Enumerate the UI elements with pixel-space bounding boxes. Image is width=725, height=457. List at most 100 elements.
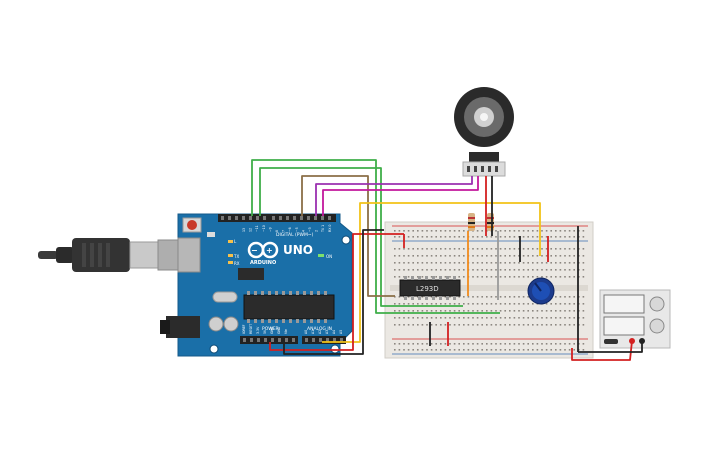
breadboard-hole[interactable] (453, 343, 456, 345)
breadboard-hole[interactable] (435, 303, 437, 305)
breadboard-hole[interactable] (513, 317, 516, 319)
wire-red-5v[interactable] (269, 233, 404, 351)
breadboard-hole[interactable] (403, 248, 405, 250)
breadboard-hole[interactable] (513, 296, 516, 298)
breadboard-hole[interactable] (541, 349, 543, 351)
breadboard-hole[interactable] (504, 296, 506, 298)
breadboard-hole[interactable] (513, 255, 516, 257)
breadboard[interactable] (384, 221, 594, 359)
breadboard-hole[interactable] (541, 248, 543, 250)
breadboard-hole[interactable] (417, 343, 419, 345)
usb-cable[interactable] (38, 238, 187, 272)
breadboard-hole[interactable] (527, 262, 529, 264)
breadboard-hole[interactable] (555, 262, 557, 264)
breadboard-hole[interactable] (582, 310, 585, 312)
breadboard-hole[interactable] (472, 324, 474, 326)
breadboard-hole[interactable] (481, 296, 483, 298)
breadboard-hole[interactable] (472, 236, 474, 238)
breadboard-hole[interactable] (536, 310, 539, 312)
l293d-ic[interactable]: L293D (399, 276, 461, 300)
breadboard-hole[interactable] (541, 236, 543, 238)
breadboard-hole[interactable] (504, 255, 506, 257)
breadboard-hole[interactable] (499, 276, 502, 278)
breadboard-hole[interactable] (476, 236, 479, 238)
breadboard-hole[interactable] (555, 276, 557, 278)
breadboard-hole[interactable] (407, 230, 410, 232)
breadboard-hole[interactable] (568, 310, 571, 312)
breadboard-hole[interactable] (412, 343, 414, 345)
breadboard-hole[interactable] (421, 262, 424, 264)
breadboard-hole[interactable] (504, 230, 506, 232)
breadboard-hole[interactable] (440, 303, 442, 305)
breadboard-hole[interactable] (545, 343, 548, 345)
breadboard-hole[interactable] (564, 276, 566, 278)
breadboard-hole[interactable] (564, 349, 566, 351)
breadboard-hole[interactable] (463, 303, 465, 305)
breadboard-hole[interactable] (527, 349, 529, 351)
breadboard-hole[interactable] (481, 349, 483, 351)
breadboard-hole[interactable] (435, 248, 437, 250)
breadboard-hole[interactable] (435, 296, 437, 298)
breadboard-hole[interactable] (495, 276, 497, 278)
breadboard-hole[interactable] (444, 343, 447, 345)
breadboard-hole[interactable] (582, 276, 585, 278)
breadboard-hole[interactable] (504, 343, 506, 345)
breadboard-hole[interactable] (407, 236, 410, 238)
breadboard-hole[interactable] (568, 343, 571, 345)
breadboard-hole[interactable] (394, 262, 396, 264)
breadboard-hole[interactable] (407, 349, 410, 351)
breadboard-hole[interactable] (458, 248, 460, 250)
breadboard-hole[interactable] (495, 343, 497, 345)
breadboard-hole[interactable] (555, 349, 557, 351)
breadboard-hole[interactable] (458, 262, 460, 264)
breadboard-hole[interactable] (458, 310, 460, 312)
breadboard-hole[interactable] (541, 310, 543, 312)
breadboard-hole[interactable] (536, 324, 539, 326)
breadboard-hole[interactable] (541, 317, 543, 319)
breadboard-hole[interactable] (522, 343, 525, 345)
breadboard-hole[interactable] (417, 255, 419, 257)
breadboard-hole[interactable] (394, 269, 396, 271)
breadboard-hole[interactable] (486, 324, 488, 326)
breadboard-hole[interactable] (398, 262, 401, 264)
breadboard-hole[interactable] (522, 276, 525, 278)
breadboard-hole[interactable] (509, 317, 511, 319)
breadboard-hole[interactable] (522, 255, 525, 257)
breadboard-hole[interactable] (440, 310, 442, 312)
breadboard-hole[interactable] (509, 236, 511, 238)
breadboard-hole[interactable] (536, 276, 539, 278)
breadboard-hole[interactable] (440, 349, 442, 351)
breadboard-hole[interactable] (444, 324, 447, 326)
breadboard-hole[interactable] (417, 236, 419, 238)
breadboard-hole[interactable] (453, 236, 456, 238)
breadboard-hole[interactable] (573, 248, 575, 250)
breadboard-hole[interactable] (518, 296, 520, 298)
breadboard-hole[interactable] (555, 248, 557, 250)
breadboard-hole[interactable] (527, 343, 529, 345)
breadboard-hole[interactable] (403, 317, 405, 319)
breadboard-hole[interactable] (453, 255, 456, 257)
breadboard-hole[interactable] (559, 269, 562, 271)
breadboard-hole[interactable] (430, 303, 433, 305)
wire-ps-red[interactable] (571, 340, 633, 361)
breadboard-hole[interactable] (559, 349, 562, 351)
breadboard-hole[interactable] (449, 310, 451, 312)
breadboard-hole[interactable] (527, 248, 529, 250)
breadboard-hole[interactable] (435, 310, 437, 312)
breadboard-hole[interactable] (486, 343, 488, 345)
breadboard-hole[interactable] (467, 303, 470, 305)
breadboard-hole[interactable] (398, 236, 401, 238)
breadboard-hole[interactable] (555, 255, 557, 257)
breadboard-hole[interactable] (403, 343, 405, 345)
breadboard-hole[interactable] (527, 236, 529, 238)
breadboard-hole[interactable] (532, 262, 534, 264)
breadboard-hole[interactable] (430, 236, 433, 238)
wire-ps-black[interactable] (578, 341, 643, 353)
breadboard-hole[interactable] (509, 262, 511, 264)
breadboard-hole[interactable] (412, 262, 414, 264)
breadboard-hole[interactable] (518, 269, 520, 271)
breadboard-hole[interactable] (504, 324, 506, 326)
breadboard-hole[interactable] (518, 255, 520, 257)
breadboard-hole[interactable] (440, 343, 442, 345)
breadboard-hole[interactable] (559, 230, 562, 232)
